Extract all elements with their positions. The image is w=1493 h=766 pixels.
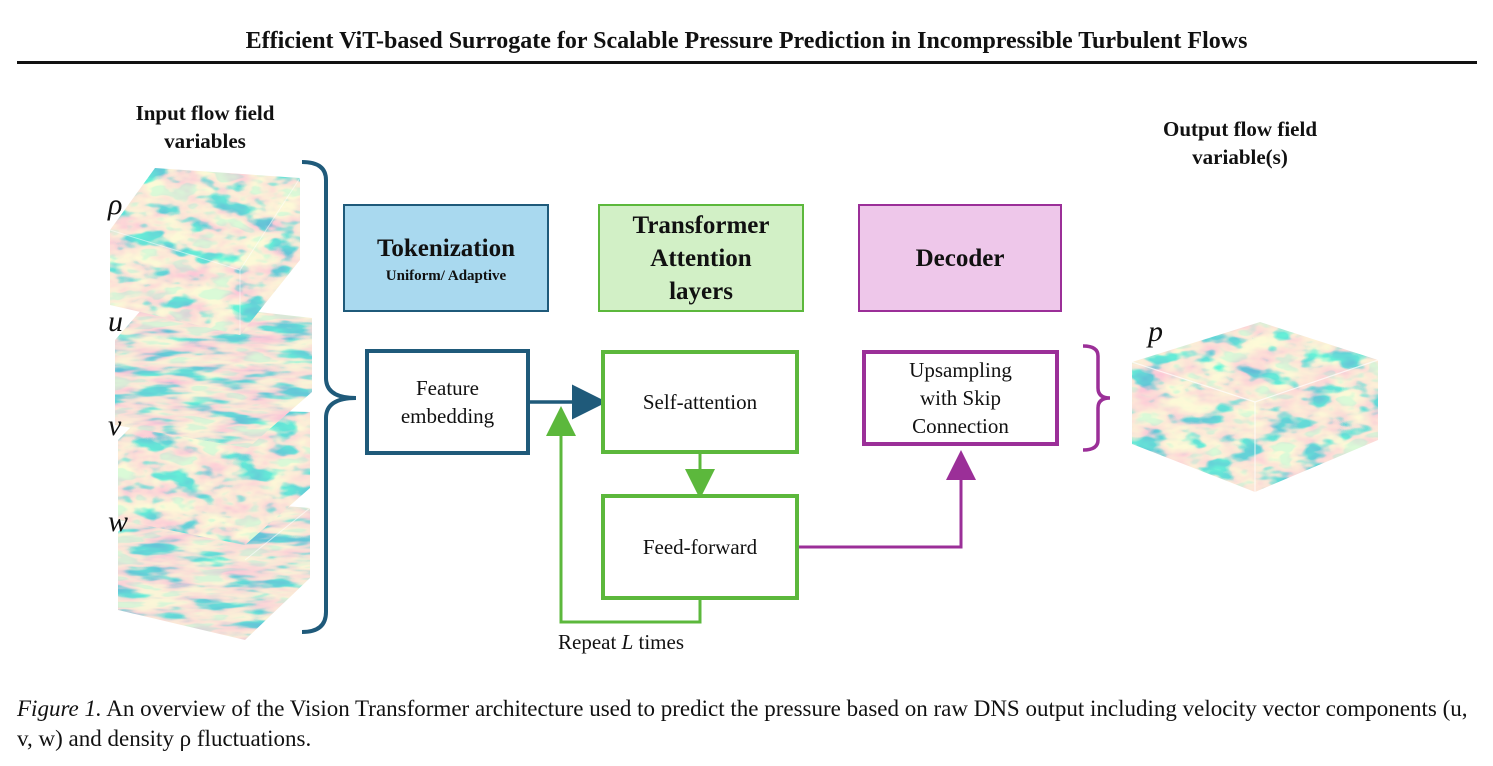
stage-transformer-line3: layers xyxy=(669,277,733,305)
repeat-loop xyxy=(546,406,702,624)
output-heading: Output flow field variable(s) xyxy=(1140,115,1340,171)
var-label-p: p xyxy=(1148,315,1163,348)
header-rule xyxy=(17,61,1477,64)
var-label-v: v xyxy=(108,409,122,442)
cube-rho xyxy=(109,168,301,335)
block-feature-embedding-line1: Feature xyxy=(416,376,479,400)
repeat-suffix: times xyxy=(633,630,685,654)
block-self-attention: Self-attention xyxy=(601,350,799,454)
arrow-ff-to-upsampling xyxy=(798,450,976,549)
var-label-u: u xyxy=(108,305,123,338)
stage-tokenization-subtitle: Uniform/ Adaptive xyxy=(385,267,507,284)
block-feed-forward: Feed-forward xyxy=(601,494,799,600)
stage-tokenization: Tokenization Uniform/ Adaptive xyxy=(343,204,549,312)
stage-decoder-title: Decoder xyxy=(915,244,1005,272)
page-title: Efficient ViT-based Surrogate for Scalab… xyxy=(245,28,1248,54)
stage-transformer: Transformer Attention layers xyxy=(598,204,804,312)
block-feature-embedding: Feature embedding xyxy=(365,349,530,455)
repeat-var: L xyxy=(621,630,634,654)
var-label-rho: ρ xyxy=(108,188,123,221)
stage-tokenization-title: Tokenization xyxy=(376,234,515,262)
block-upsampling-line2: with Skip xyxy=(919,386,1002,410)
cube-p xyxy=(1131,322,1379,492)
block-upsampling-line1: Upsampling xyxy=(909,358,1012,382)
stage-transformer-line1: Transformer xyxy=(632,211,770,239)
block-upsampling-line3: Connection xyxy=(912,414,1009,438)
repeat-label: Repeat L times xyxy=(558,630,684,655)
caption-text: An overview of the Vision Transformer ar… xyxy=(17,696,1468,751)
stage-transformer-line2: Attention xyxy=(650,244,752,272)
block-feed-forward-label: Feed-forward xyxy=(642,535,758,559)
block-upsampling: Upsampling with Skip Connection xyxy=(862,350,1059,446)
output-brace xyxy=(1082,344,1111,452)
repeat-prefix: Repeat xyxy=(558,630,622,654)
input-heading-line1: Input flow field xyxy=(135,101,275,125)
block-feature-embedding-line2: embedding xyxy=(400,404,495,428)
var-label-w: w xyxy=(108,505,129,538)
input-brace xyxy=(301,160,357,634)
figure-caption: Figure 1. An overview of the Vision Tran… xyxy=(17,694,1479,754)
output-heading-line2: variable(s) xyxy=(1192,145,1288,169)
stage-decoder: Decoder xyxy=(858,204,1062,312)
output-heading-line1: Output flow field xyxy=(1162,117,1317,141)
input-heading: Input flow field variables xyxy=(105,99,305,155)
block-self-attention-label: Self-attention xyxy=(642,390,758,414)
input-heading-line2: variables xyxy=(164,129,246,153)
caption-label: Figure 1. xyxy=(17,696,102,721)
